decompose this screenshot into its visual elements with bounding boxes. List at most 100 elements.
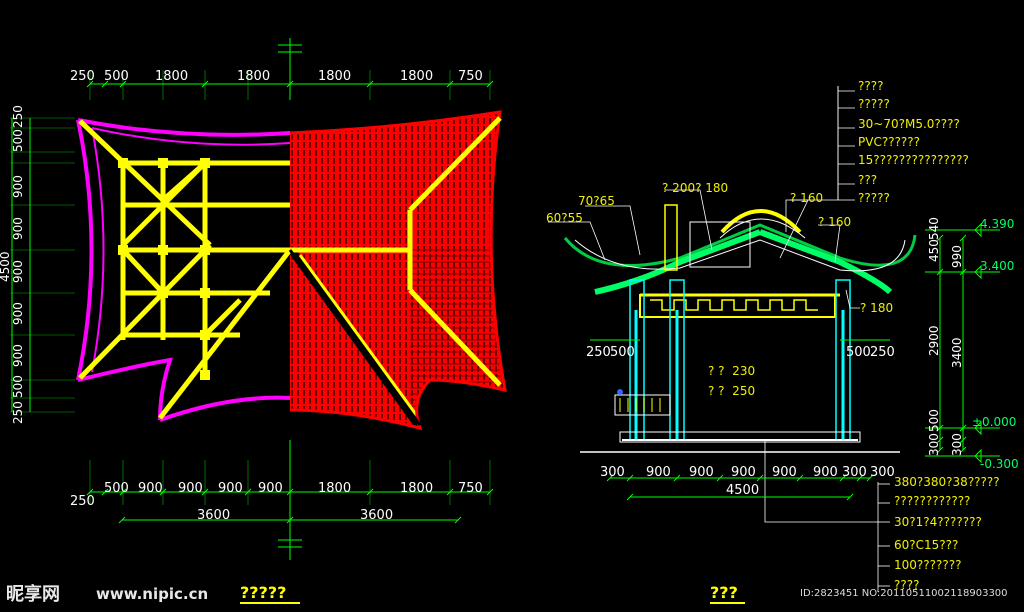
section-label-top: ? 200? 180	[662, 181, 728, 195]
section-vdim: 2900	[927, 325, 941, 356]
plan-bottom-dim: 1800	[318, 481, 351, 496]
foundation-note: 60?C15???	[894, 538, 958, 552]
section-bottom-dim: 900	[772, 465, 797, 480]
section-bottom-dim: 900	[646, 465, 671, 480]
section-label-mid: ? ? 230	[708, 364, 755, 378]
foundation-note: 30?1?4???????	[894, 515, 982, 529]
elevation-mark: 3.400	[980, 259, 1014, 273]
section-dimensions	[590, 222, 1000, 501]
plan-bottom-total: 3600	[360, 508, 393, 523]
plan-left-dim: 500	[11, 375, 25, 398]
material-note: ?????	[858, 191, 890, 205]
section-vdim: 3400	[950, 337, 964, 368]
plan-bottom-dim: 900	[178, 481, 203, 496]
roof-plan: 250 500 1800 1800 1800 1800 750 250 500 …	[0, 38, 507, 604]
section-roof	[563, 209, 917, 295]
pavilion-section: 70?65 60?55 ? 200? 180 ? 160 ? 160 ? 180…	[546, 79, 1019, 604]
section-left-dim: 250	[586, 345, 611, 360]
plan-left-dim: 900	[11, 260, 25, 283]
material-note: 15???????????????	[858, 153, 969, 167]
plan-left-total: 4500	[0, 251, 12, 282]
section-vdim: 450	[927, 239, 941, 262]
plan-left-dim: 250	[11, 401, 25, 424]
eave-outline	[76, 118, 291, 422]
plan-left-dim-labels: 500 250 900 900 900 900 900 250 500 4500	[0, 105, 25, 424]
section-bottom-dim: 300	[600, 465, 625, 480]
plan-top-dim: 1800	[155, 69, 188, 84]
plan-top-dim: 250	[70, 69, 95, 84]
section-bottom-dim: 300	[870, 465, 895, 480]
elevation-mark: -0.300	[980, 457, 1019, 471]
elevation-mark: ±0.000	[972, 415, 1016, 429]
material-note: ????	[858, 79, 883, 93]
section-left-dim: 500	[610, 345, 635, 360]
plan-bottom-dim: 900	[138, 481, 163, 496]
plan-left-dim: 500	[11, 129, 25, 152]
plan-bottom-dim: 1800	[400, 481, 433, 496]
plan-left-dim: 900	[11, 217, 25, 240]
section-labels: 70?65 60?55 ? 200? 180 ? 160 ? 160 ? 180…	[546, 181, 893, 398]
section-vertical-dims: 450 540 990 2900 3400 300 500 300	[927, 217, 964, 456]
section-right-dim: 250	[870, 345, 895, 360]
material-note: ???	[858, 173, 877, 187]
section-bottom-total: 4500	[726, 483, 759, 498]
plan-bottom-total: 3600	[197, 508, 230, 523]
roof-tile-area	[289, 110, 507, 431]
foundation-note: ????????????	[894, 494, 970, 508]
section-vdim: 300	[950, 433, 964, 456]
plan-bottom-dim: 750	[458, 481, 483, 496]
section-leaders	[548, 86, 890, 592]
section-elevation-labels: 4.390 3.400 ±0.000 -0.300	[972, 217, 1019, 471]
watermark-id: ID:2823451 NO:20110511002118903300	[800, 588, 1008, 599]
plan-bottom-dim-labels: 250 500 900 900 900 900 1800 1800 750 36…	[70, 481, 483, 523]
section-notes-bottom: 380?380?38????? ???????????? 30?1?4?????…	[894, 475, 1000, 592]
section-bottom-dim: 300	[842, 465, 867, 480]
section-vdim: 540	[927, 217, 941, 240]
material-note: ?????	[858, 97, 890, 111]
material-note: 30~70?M5.0????	[858, 117, 960, 131]
section-dim-labels: 250 500 500 250 300 900 900 900 900 900 …	[586, 345, 895, 498]
section-bottom-dim: 900	[813, 465, 838, 480]
plan-dimensions	[11, 38, 494, 560]
plan-left-dim: 900	[11, 344, 25, 367]
section-right-dim: 500	[846, 345, 871, 360]
plan-left-dim: 900	[11, 175, 25, 198]
section-vdim: 990	[950, 245, 964, 268]
section-notes-top: ???? ????? 30~70?M5.0???? PVC?????? 15??…	[858, 79, 969, 205]
plan-top-dim: 1800	[318, 69, 351, 84]
section-label-left: 70?65	[578, 194, 615, 208]
foundation-note: 380?380?38?????	[894, 475, 1000, 489]
section-bottom-dim: 900	[731, 465, 756, 480]
rafter-nodes	[118, 158, 210, 380]
plan-top-dim-labels: 250 500 1800 1800 1800 1800 750	[70, 69, 483, 84]
section-label-left: 60?55	[546, 211, 583, 225]
plan-top-dim: 500	[104, 69, 129, 84]
plan-bottom-dim: 500	[104, 481, 129, 496]
section-label-top: ? 180	[860, 301, 893, 315]
watermark-logo: 昵享网	[6, 583, 60, 605]
plan-gridlines	[10, 70, 491, 505]
plan-bottom-dim: 900	[258, 481, 283, 496]
section-vdim: 300	[927, 433, 941, 456]
plan-top-dim: 750	[458, 69, 483, 84]
watermark-url: www.nipic.cn	[96, 585, 208, 603]
plan-left-dim: 250	[11, 105, 25, 128]
material-note: PVC??????	[858, 135, 920, 149]
foundation-note: 100???????	[894, 558, 962, 572]
section-label-top: ? 160	[790, 191, 823, 205]
watermark: 昵享网 www.nipic.cn ID:2823451 NO:201105110…	[6, 583, 1008, 605]
plan-bottom-dim: 250	[70, 494, 95, 509]
elevation-mark: 4.390	[980, 217, 1014, 231]
section-structure	[580, 204, 900, 453]
section-bottom-dim: 900	[689, 465, 714, 480]
plan-top-dim: 1800	[237, 69, 270, 84]
section-title: ???	[710, 583, 738, 602]
section-vdim: 500	[927, 409, 941, 432]
plan-title: ?????	[240, 583, 286, 602]
plan-left-dim: 900	[11, 302, 25, 325]
section-label-mid: ? ? 250	[708, 384, 755, 398]
plan-bottom-dim: 900	[218, 481, 243, 496]
plan-top-dim: 1800	[400, 69, 433, 84]
section-label-top: ? 160	[818, 215, 851, 229]
